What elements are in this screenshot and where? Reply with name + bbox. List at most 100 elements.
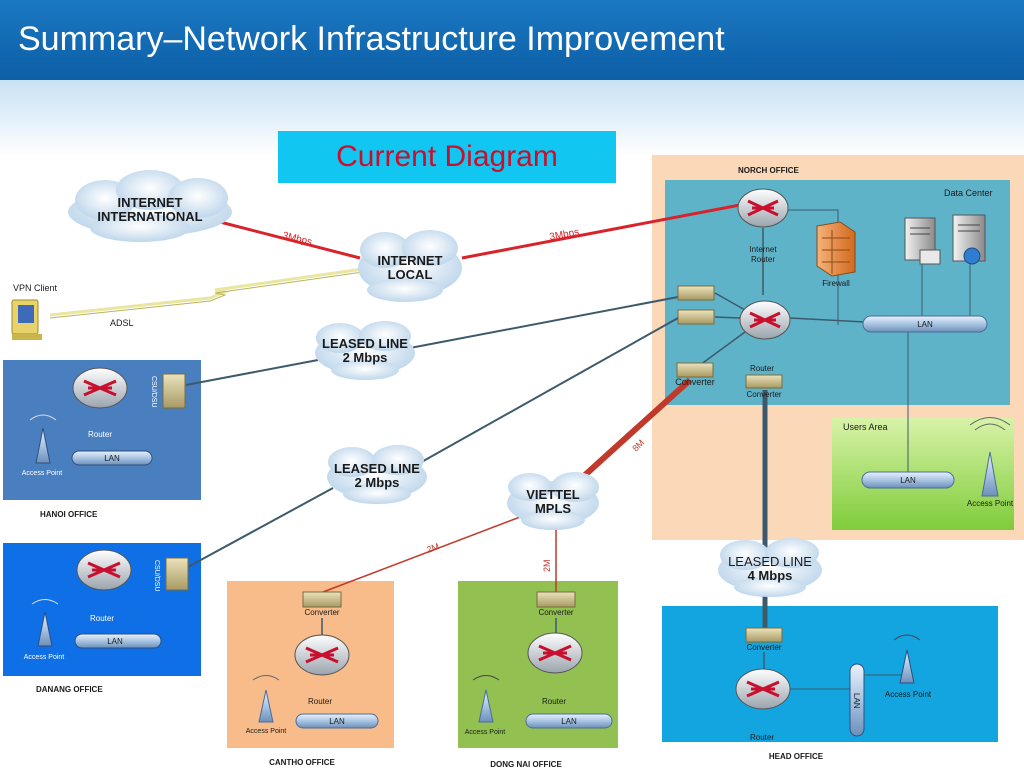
page-title: Summary–Network Infrastructure Improveme… <box>18 20 725 58</box>
danang-access-point-label: Access Point <box>24 654 65 661</box>
firewall-icon <box>816 221 856 277</box>
converter-icon-3 <box>676 362 714 378</box>
head-lan-label: LAN <box>852 693 861 709</box>
computer-icon <box>11 299 42 340</box>
danang-router-icon <box>76 549 132 591</box>
internet-router-icon <box>737 188 789 228</box>
head-router-label: Router <box>750 733 774 742</box>
users-area-label: Users Area <box>843 422 888 432</box>
cloud-leased-line-head-line1: LEASED LINE <box>728 554 812 569</box>
data-center-label: Data Center <box>944 188 993 198</box>
head-lan-bus: LAN <box>849 663 865 737</box>
dongnai-lan-label: LAN <box>561 717 577 726</box>
danang-csudsu-label: CSU/DSU <box>153 560 160 592</box>
converter-icon-2 <box>677 309 715 325</box>
core-router-label: Router <box>750 364 774 373</box>
link-label-dongnai-2m: 2M <box>542 559 552 572</box>
link-inetrouter-firewall <box>788 209 839 325</box>
hanoi-access-point-icon <box>29 414 57 464</box>
link-cantho-mpls <box>322 516 521 593</box>
head-office-panel <box>662 606 998 742</box>
cloud-leased-line-danang-line1: LEASED LINE <box>334 461 420 476</box>
head-access-point-icon <box>893 634 921 684</box>
cloud-viettel-mpls-line1: VIETTEL <box>526 487 580 502</box>
dongnai-converter-icon <box>536 591 576 608</box>
vpn-client-label: VPN Client <box>13 283 58 293</box>
link-hanoi-leased <box>185 359 319 386</box>
link-label-cantho-2m: 2M <box>425 541 440 555</box>
cantho-lan-label: LAN <box>329 717 345 726</box>
header-bar: Summary–Network Infrastructure Improveme… <box>0 0 1024 80</box>
cloud-internet-international-line1: INTERNET <box>118 195 183 210</box>
link-local-norch <box>461 203 741 260</box>
hanoi-router-label: Router <box>88 430 112 439</box>
users-lan-bus: LAN <box>861 471 955 489</box>
cantho-access-point-label: Access Point <box>246 728 287 735</box>
norch-lan-bus: LAN <box>862 315 988 333</box>
cantho-router-label: Router <box>308 697 332 706</box>
dongnai-access-point-icon <box>472 675 500 723</box>
head-office-title: HEAD OFFICE <box>769 752 824 761</box>
cloud-leased-line-danang-line2: 2 Mbps <box>355 475 400 490</box>
cloud-leased-line-head-line2: 4 Mbps <box>748 568 793 583</box>
danang-csudsu-icon <box>165 557 189 591</box>
cloud-internet-local: INTERNET LOCAL <box>358 230 462 302</box>
cloud-internet-international: INTERNET INTERNATIONAL <box>68 170 232 242</box>
internet-router-label-1: Internet <box>749 245 777 254</box>
dongnai-router-icon <box>527 632 583 674</box>
danang-router-label: Router <box>90 614 114 623</box>
cloud-viettel-mpls: VIETTEL MPLS <box>507 472 599 530</box>
firewall-label: Firewall <box>822 279 850 288</box>
cloud-leased-line-hanoi-line1: LEASED LINE <box>322 336 408 351</box>
converter-icon-4 <box>745 374 783 389</box>
danang-office-title: DANANG OFFICE <box>36 685 103 694</box>
cloud-leased-line-hanoi: LEASED LINE 2 Mbps <box>315 321 415 380</box>
hanoi-csudsu-icon <box>162 373 186 409</box>
server-icon <box>904 217 941 265</box>
users-access-point-label: Access Point <box>967 499 1014 508</box>
cloud-viettel-mpls-line2: MPLS <box>535 501 571 516</box>
head-router-icon <box>735 668 791 710</box>
link-router-conv-1 <box>714 292 746 311</box>
web-server-icon <box>952 214 986 265</box>
hanoi-csudsu-label: CSU/DSU <box>150 376 157 408</box>
cloud-internet-local-line2: LOCAL <box>388 267 433 282</box>
converter-icon-1 <box>677 285 715 301</box>
head-converter-label: Converter <box>746 643 781 652</box>
vpn-client: VPN Client ADSL <box>11 283 134 340</box>
link-danang-leased <box>185 487 334 569</box>
link-router-conv-3 <box>699 331 746 366</box>
core-router-icon <box>739 300 791 340</box>
danang-access-point-icon <box>31 599 59 647</box>
dongnai-router-label: Router <box>542 697 566 706</box>
hanoi-office-title: HANOI OFFICE <box>40 510 98 519</box>
link-leased-norch <box>409 296 679 349</box>
users-access-point-icon <box>969 417 1011 497</box>
diagram-caption: Current Diagram <box>278 131 616 183</box>
hanoi-router-icon <box>72 367 128 409</box>
converter-left-label: Converter <box>675 377 715 387</box>
adsl-label: ADSL <box>110 318 134 328</box>
danang-lan-label: LAN <box>107 637 123 646</box>
link-label-mpls-8m: 8M <box>630 437 646 453</box>
link-intl-local <box>219 220 361 260</box>
cloud-internet-local-line1: INTERNET <box>378 253 443 268</box>
hanoi-lan-bus: LAN <box>71 450 153 466</box>
link-leased2-norch <box>417 317 679 465</box>
dongnai-lan-bus: LAN <box>525 713 613 729</box>
cantho-converter-icon <box>302 591 342 608</box>
link-mpls-norch <box>582 377 693 478</box>
head-access-point-label: Access Point <box>885 690 932 699</box>
cantho-lan-bus: LAN <box>295 713 379 729</box>
hanoi-lan-label: LAN <box>104 454 120 463</box>
cantho-router-icon <box>294 634 350 676</box>
link-router-conv-2 <box>714 316 741 319</box>
cloud-leased-line-hanoi-line2: 2 Mbps <box>343 350 388 365</box>
link-router-lan <box>789 317 866 323</box>
link-label-intl-3mbps: 3Mbps <box>281 230 313 248</box>
head-converter-icon <box>745 627 783 643</box>
cantho-access-point-icon <box>252 675 280 723</box>
link-adsl-vpn-outline <box>49 270 371 319</box>
dongnai-access-point-label: Access Point <box>465 729 506 736</box>
